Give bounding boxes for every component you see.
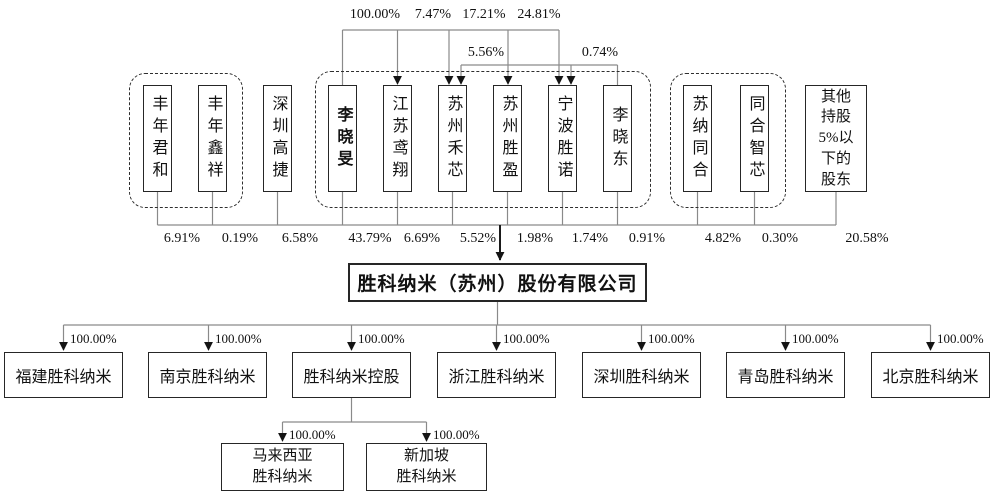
subsidiary-box-holding: 胜科纳米控股 bbox=[292, 352, 411, 398]
pct-shengke-holding: 100.00% bbox=[358, 331, 405, 346]
pct-nanjing-shengke: 100.00% bbox=[215, 331, 262, 346]
pct-shenzhen-gaojie: 6.58% bbox=[281, 231, 319, 246]
pct-suna-tonghe: 4.82% bbox=[704, 231, 742, 246]
shareholder-label: 苏州禾芯 bbox=[444, 94, 462, 183]
shareholder-label: 丰年君和 bbox=[149, 94, 167, 183]
shareholder-box-li-xiaodong: 李晓东 bbox=[603, 85, 632, 192]
pct-malaysia-shengke: 100.00% bbox=[289, 427, 336, 442]
shareholder-box-other-minor-shareholders: 其他 持股 5%以 下的 股东 bbox=[805, 85, 867, 192]
subsidiary-box-nanjing: 南京胜科纳米 bbox=[148, 352, 267, 398]
shareholder-box-suzhou-hexin: 苏州禾芯 bbox=[438, 85, 467, 192]
shareholder-label: 深圳高捷 bbox=[269, 94, 287, 183]
holding-to-overseas-lines bbox=[278, 398, 431, 442]
company-box: 胜科纳米（苏州）股份有限公司 bbox=[348, 263, 647, 302]
pct-fujian-shengke: 100.00% bbox=[70, 331, 117, 346]
shareholder-to-company-lines bbox=[156, 192, 837, 261]
pct-zhejiang-shengke: 100.00% bbox=[503, 331, 550, 346]
pct-tonghe-zhixin: 0.30% bbox=[761, 231, 799, 246]
pct-lixiaomin-suzhoushengying: 17.21% bbox=[462, 7, 506, 22]
pct-lixiaomin-suzhouhexin: 7.47% bbox=[414, 7, 452, 22]
subsidiary-label: 新加坡 胜科纳米 bbox=[396, 448, 457, 485]
subsidiary-box-singapore: 新加坡 胜科纳米 bbox=[366, 443, 487, 491]
subsidiary-box-fujian: 福建胜科纳米 bbox=[4, 352, 123, 398]
shareholder-label: 同合智芯 bbox=[746, 94, 764, 183]
shareholder-label: 李晓东 bbox=[609, 105, 627, 172]
pct-qingdao-shengke: 100.00% bbox=[792, 331, 839, 346]
shareholder-box-tonghe-zhixin: 同合智芯 bbox=[740, 85, 769, 192]
pct-li-xiaomin: 43.79% bbox=[348, 231, 392, 246]
subsidiary-box-zhejiang: 浙江胜科纳米 bbox=[437, 352, 556, 398]
subsidiary-box-malaysia: 马来西亚 胜科纳米 bbox=[221, 443, 344, 491]
subsidiary-label: 南京胜科纳米 bbox=[159, 369, 256, 386]
subsidiary-box-qingdao: 青岛胜科纳米 bbox=[726, 352, 845, 398]
subsidiary-label: 浙江胜科纳米 bbox=[448, 369, 545, 386]
subsidiary-label: 深圳胜科纳米 bbox=[593, 369, 690, 386]
subsidiary-label: 马来西亚 胜科纳米 bbox=[252, 448, 313, 485]
subsidiary-box-shenzhen: 深圳胜科纳米 bbox=[582, 352, 701, 398]
pct-fengnian-junhe: 6.91% bbox=[163, 231, 201, 246]
subsidiary-label: 福建胜科纳米 bbox=[15, 369, 112, 386]
pct-jiangsu-yuanxiang: 6.69% bbox=[403, 231, 441, 246]
pct-li-xiaodong: 0.91% bbox=[628, 231, 666, 246]
pct-fengnian-xinxiang: 0.19% bbox=[221, 231, 259, 246]
pct-suzhou-shengying: 1.98% bbox=[516, 231, 554, 246]
shareholder-box-suzhou-shengying: 苏州胜盈 bbox=[493, 85, 522, 192]
pct-suzhou-hexin: 5.52% bbox=[459, 231, 497, 246]
subsidiary-label: 青岛胜科纳米 bbox=[737, 369, 834, 386]
shareholder-label: 苏州胜盈 bbox=[499, 94, 517, 183]
shareholder-label: 李晓旻 bbox=[334, 105, 352, 172]
pct-other-minor-shareholders: 20.58% bbox=[845, 231, 889, 246]
shareholder-label: 宁波胜诺 bbox=[554, 94, 572, 183]
shareholder-box-fengnian-junhe: 丰年君和 bbox=[143, 85, 172, 192]
shareholder-box-suna-tonghe: 苏纳同合 bbox=[683, 85, 712, 192]
shareholder-label: 丰年鑫祥 bbox=[204, 94, 222, 183]
group-tonghe-entities bbox=[670, 73, 786, 208]
pct-lixiaomin-jiangsuyuanxiang: 100.00% bbox=[349, 7, 401, 22]
company-to-subsidiary-lines bbox=[59, 302, 935, 351]
pct-ningbo-shengnuo: 1.74% bbox=[571, 231, 609, 246]
shareholder-box-li-xiaomin: 李晓旻 bbox=[328, 85, 357, 192]
shareholder-label: 其他 持股 5%以 下的 股东 bbox=[818, 88, 854, 188]
shareholder-box-shenzhen-gaojie: 深圳高捷 bbox=[263, 85, 292, 192]
pct-singapore-shengke: 100.00% bbox=[433, 427, 480, 442]
shareholder-box-ningbo-shengnuo: 宁波胜诺 bbox=[548, 85, 577, 192]
pct-lixiaomin-ningboshengnuo: 24.81% bbox=[517, 7, 561, 22]
shareholder-label: 苏纳同合 bbox=[689, 94, 707, 183]
pct-lixiaodong-ningboshengnuo: 0.74% bbox=[581, 45, 619, 60]
shareholder-box-fengnian-xinxiang: 丰年鑫祥 bbox=[198, 85, 227, 192]
li-xiaomin-ownership-lines bbox=[341, 29, 564, 85]
subsidiary-box-beijing: 北京胜科纳米 bbox=[871, 352, 990, 398]
subsidiary-label: 胜科纳米控股 bbox=[303, 369, 400, 386]
pct-shenzhen-shengke: 100.00% bbox=[648, 331, 695, 346]
group-founder-entities bbox=[315, 71, 651, 208]
shareholder-label: 江苏鸢翔 bbox=[389, 94, 407, 183]
pct-lixiaodong-suzhouhexin: 5.56% bbox=[467, 45, 505, 60]
pct-beijing-shengke: 100.00% bbox=[937, 331, 984, 346]
subsidiary-label: 北京胜科纳米 bbox=[882, 369, 979, 386]
company-name: 胜科纳米（苏州）股份有限公司 bbox=[357, 274, 638, 295]
group-fengnian-entities bbox=[129, 73, 243, 208]
shareholder-box-jiangsu-yuanxiang: 江苏鸢翔 bbox=[383, 85, 412, 192]
li-xiaodong-ownership-lines bbox=[456, 64, 619, 85]
